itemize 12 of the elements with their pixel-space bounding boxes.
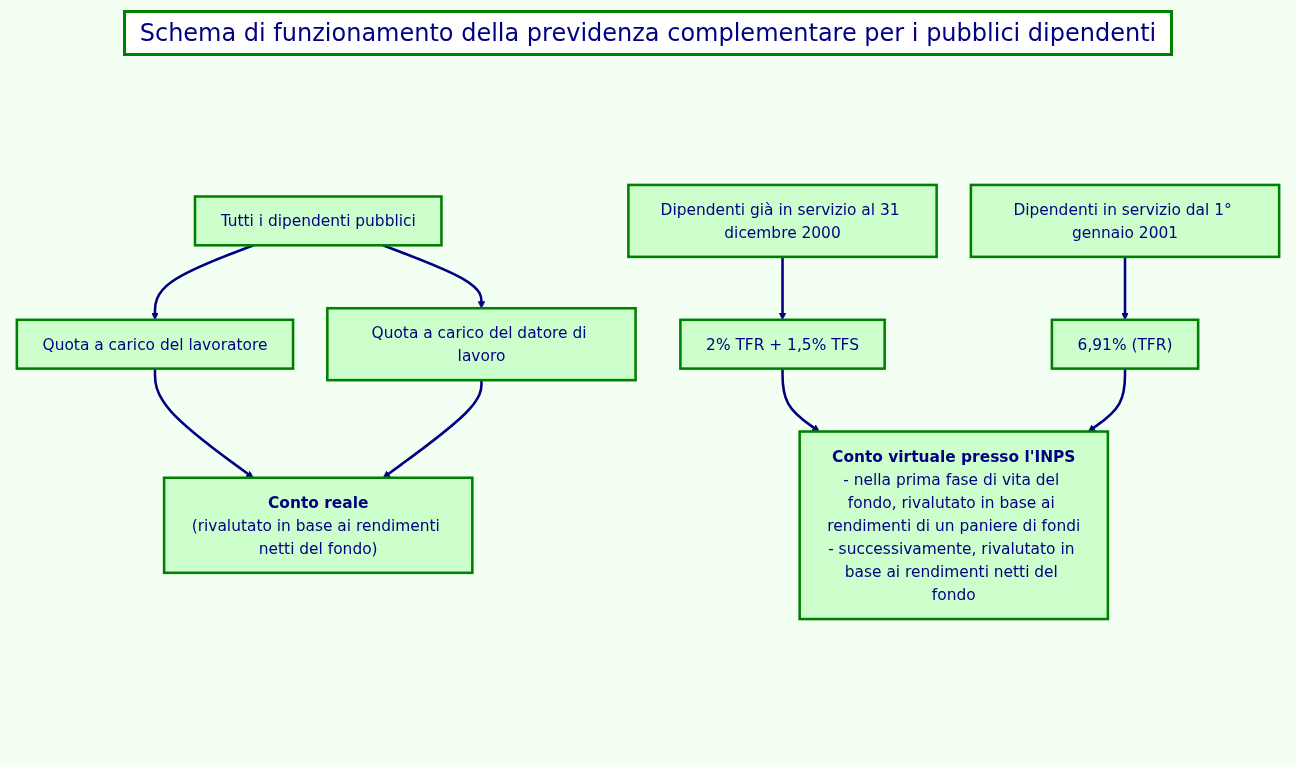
node-box: Dipendenti già in servizio al 31 dicembre 2000 — [627, 183, 938, 259]
node-box: 6,91% (TFR) — [1050, 318, 1200, 370]
node-box: 2% TFR + 1,5% TFS — [679, 318, 886, 370]
title: Schema di funzionamento della previdenza complementare per i pubblici dipendenti — [122, 10, 1174, 56]
node-box: Quota a carico del lavoratore — [15, 318, 295, 370]
arrow — [1087, 368, 1127, 432]
node-box: Conto virtuale presso l'INPS - nella prima fase di vita del fondo, rivalutato in base ai rendimenti di un paniere di fondi - successivamente, rivalutato in base ai rendimenti netti del fondo — [798, 430, 1110, 621]
node-box: Dipendenti in servizio dal 1° gennaio 2001 — [969, 183, 1281, 259]
node-box: Quota a carico del datore di lavoro — [326, 306, 637, 382]
node-box: Tutti i dipendenti pubblici — [193, 195, 443, 247]
node-box: Conto reale (rivalutato in base ai rendimenti netti del fondo) — [162, 476, 474, 575]
arrow — [781, 368, 820, 432]
